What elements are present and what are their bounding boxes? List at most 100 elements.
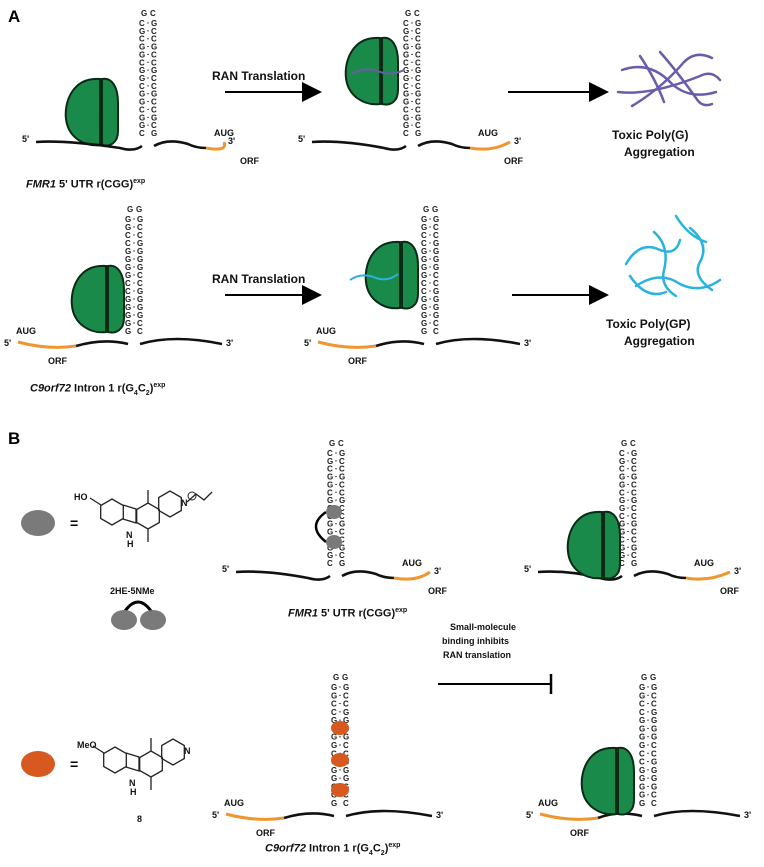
three-prime-label: 3' bbox=[734, 566, 741, 576]
stem-letter: G bbox=[331, 683, 337, 692]
aug-label: AUG bbox=[16, 326, 36, 336]
stem-letter: C bbox=[421, 279, 427, 288]
loop-letter: G bbox=[342, 673, 348, 682]
ligand-linker bbox=[314, 510, 327, 543]
pyridine-ring bbox=[158, 490, 182, 518]
stem-letter: C bbox=[125, 287, 131, 296]
orf-label: ORF bbox=[256, 828, 276, 838]
stem-letter: C bbox=[415, 105, 421, 114]
polypeptide-strand bbox=[630, 53, 714, 108]
stem-letter: G bbox=[651, 758, 657, 767]
stem-letter: C bbox=[327, 559, 333, 568]
stem-letter: G bbox=[139, 121, 145, 130]
stem-letter: G bbox=[343, 683, 349, 692]
stem-letter: C bbox=[631, 512, 637, 521]
orf-label: ORF bbox=[348, 356, 368, 366]
stem-letter: C bbox=[403, 82, 409, 91]
stem-letter: G bbox=[125, 319, 131, 328]
stem-letter: C bbox=[651, 749, 657, 758]
stem-letter: G bbox=[125, 271, 131, 280]
stem-letter: C bbox=[151, 35, 157, 44]
stem-letter: C bbox=[631, 457, 637, 466]
stem-letter: C bbox=[403, 35, 409, 44]
stem-letter: C bbox=[433, 223, 439, 232]
orf-segment bbox=[469, 140, 511, 151]
stem-letter: G bbox=[125, 215, 131, 224]
stem-letter: C bbox=[343, 741, 349, 750]
loop-letter: G bbox=[432, 205, 438, 214]
stem-letter: G bbox=[151, 113, 157, 122]
stem-letter: G bbox=[651, 733, 657, 742]
stem-letter: G bbox=[151, 129, 157, 138]
stem-letter: C bbox=[639, 700, 645, 709]
stem-letter: C bbox=[139, 82, 145, 91]
ribosome-small-subunit bbox=[101, 77, 119, 147]
polypeptide-strand bbox=[628, 274, 668, 296]
stem-letter: G bbox=[403, 43, 409, 52]
stem-letter: G bbox=[331, 774, 337, 783]
charge-icon bbox=[187, 491, 197, 501]
stem-letter: G bbox=[651, 724, 657, 733]
stem-letter: G bbox=[619, 528, 625, 537]
stem-letter: G bbox=[343, 733, 349, 742]
ran-translation-label-2: RAN Translation bbox=[212, 272, 305, 286]
aug-label: AUG bbox=[478, 128, 498, 138]
orf-segment bbox=[393, 570, 431, 581]
nitrogen-label: N bbox=[184, 746, 191, 756]
stem-letter: C bbox=[125, 279, 131, 288]
stem-letter: C bbox=[651, 741, 657, 750]
orf-segment bbox=[539, 812, 599, 821]
stem-letter: G bbox=[639, 733, 645, 742]
stem-letter: C bbox=[151, 50, 157, 59]
stem-letter: G bbox=[421, 295, 427, 304]
polypeptide-strand bbox=[688, 226, 714, 292]
aug-label: AUG bbox=[402, 558, 422, 568]
fmr1-caption-b: FMR1 5' UTR r(CGG)exp bbox=[288, 607, 408, 620]
stem-letter: G bbox=[639, 741, 645, 750]
toxic-poly-g-label: Toxic Poly(G) bbox=[612, 128, 688, 142]
loop-letter: C bbox=[150, 9, 156, 18]
ribosome-small-subunit bbox=[617, 746, 635, 816]
stem-letter: G bbox=[415, 129, 421, 138]
inhibition-text-3: RAN translation bbox=[443, 650, 511, 660]
stem-letter: G bbox=[639, 716, 645, 725]
stem-letter: C bbox=[639, 749, 645, 758]
mrna-strand bbox=[283, 812, 335, 820]
mrna-strand bbox=[139, 337, 223, 346]
c9-ligand-bound-construct: GGGGGCCCCGGGGGGGGCCCCGGGGGGGGCGC5'3'AUGO… bbox=[212, 673, 443, 838]
stem-letter: C bbox=[619, 535, 625, 544]
stem-letter: C bbox=[139, 35, 145, 44]
stem-letter: C bbox=[343, 691, 349, 700]
stem-letter: G bbox=[125, 303, 131, 312]
stem-letter: G bbox=[433, 263, 439, 272]
three-prime-label: 3' bbox=[514, 136, 521, 146]
orange-ligand-icon bbox=[331, 721, 349, 735]
stem-letter: G bbox=[421, 263, 427, 272]
stem-letter: C bbox=[137, 231, 143, 240]
mrna-strand bbox=[375, 340, 425, 348]
stem-letter: G bbox=[639, 683, 645, 692]
benzene-ring bbox=[100, 498, 124, 526]
stem-letter: G bbox=[639, 782, 645, 791]
stem-letter: G bbox=[651, 708, 657, 717]
stem-letter: G bbox=[327, 457, 333, 466]
ribosome-icon bbox=[580, 746, 635, 816]
ribosome-small-subunit bbox=[107, 264, 125, 334]
stem-letter: G bbox=[415, 66, 421, 75]
loop-letter: C bbox=[338, 439, 344, 448]
stem-letter: G bbox=[339, 473, 345, 482]
stem-letter: C bbox=[631, 504, 637, 513]
stem-letter: C bbox=[651, 691, 657, 700]
stem-letter: G bbox=[403, 74, 409, 83]
stem-letter: C bbox=[403, 58, 409, 67]
stem-letter: G bbox=[619, 457, 625, 466]
stem-letter: C bbox=[433, 319, 439, 328]
stem-letter: C bbox=[137, 327, 143, 336]
stem-letter: G bbox=[421, 255, 427, 264]
stem-letter: C bbox=[651, 700, 657, 709]
polypeptide-strand bbox=[652, 230, 678, 298]
ribosome-small-subunit bbox=[381, 36, 399, 106]
stem-letter: C bbox=[403, 19, 409, 28]
orf-label: ORF bbox=[720, 586, 740, 596]
